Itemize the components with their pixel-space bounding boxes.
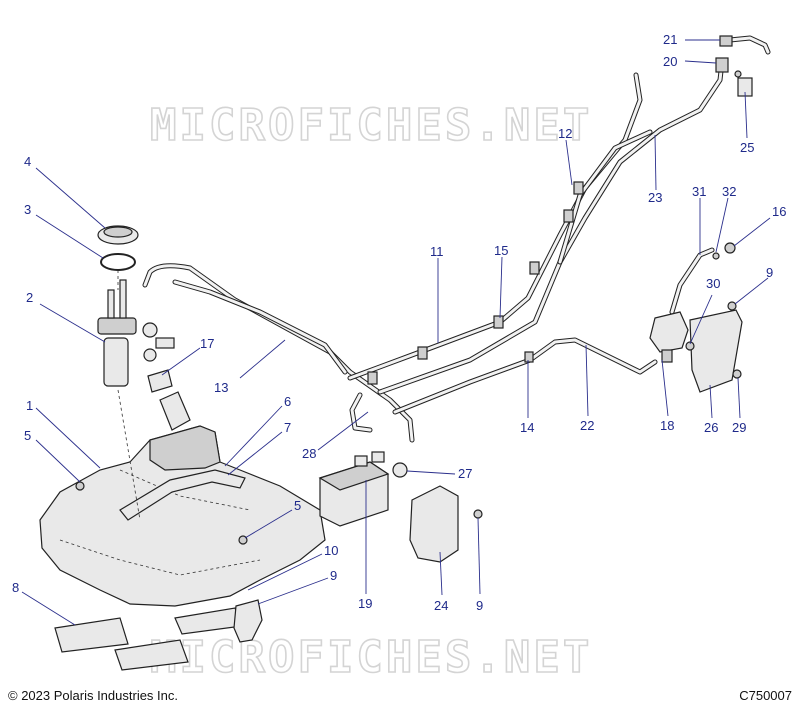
callout-8: 8 (12, 580, 19, 595)
callout-18: 18 (660, 418, 674, 433)
callout-6: 6 (284, 394, 291, 409)
bolt-9-top (727, 301, 737, 311)
callout-11: 11 (430, 244, 444, 259)
callout-20: 20 (663, 54, 677, 69)
fuel-line-22 (392, 337, 658, 415)
callout-27: 27 (458, 466, 472, 481)
callout-25: 25 (740, 140, 754, 155)
fuel-line-23 (557, 129, 653, 265)
callout-9-bottom: 9 (330, 568, 337, 583)
callout-5-left: 5 (24, 428, 31, 443)
callout-7: 7 (284, 420, 291, 435)
canister-bracket (409, 485, 459, 563)
callout-4: 4 (24, 154, 31, 169)
leader-lines (21, 39, 771, 626)
callout-16: 16 (772, 204, 786, 219)
callout-10: 10 (324, 543, 338, 558)
watermark-top: MICROFICHES.NET (150, 100, 592, 151)
grommet (392, 462, 408, 478)
tank-pad-c (174, 607, 243, 635)
callout-15: 15 (494, 243, 508, 258)
callout-9-right: 9 (476, 598, 483, 613)
clip-line-c (367, 371, 378, 385)
fuel-sender (147, 369, 173, 393)
callout-17: 17 (200, 336, 214, 351)
tank-pad-a (54, 617, 129, 653)
valve-20 (715, 57, 729, 73)
clip-12b (563, 209, 574, 223)
fuel-line-11 (347, 72, 643, 381)
tank-pad-b (114, 639, 189, 671)
clip-15 (493, 315, 504, 329)
screw-5-left (75, 481, 85, 491)
watermark-bottom: MICROFICHES.NET (150, 632, 592, 683)
fuel-pump (97, 279, 175, 387)
fitting-21 (719, 35, 733, 47)
callout-23: 23 (648, 190, 662, 205)
callout-21: 21 (663, 32, 677, 47)
screw-25 (734, 70, 742, 78)
callout-28: 28 (302, 446, 316, 461)
fuel-line-loop-28 (349, 392, 373, 433)
evap-canister (318, 451, 390, 527)
clip-14 (524, 351, 534, 363)
assembly-line-pump (117, 389, 141, 521)
bolt-9-right (473, 509, 483, 519)
callout-3: 3 (24, 202, 31, 217)
fuel-line-31 (669, 247, 715, 315)
callout-30: 30 (706, 276, 720, 291)
clip-12a (573, 181, 584, 195)
fuel-line-12 (377, 59, 725, 395)
callout-9-top: 9 (766, 265, 773, 280)
callout-13: 13 (214, 380, 228, 395)
callout-19: 19 (358, 596, 372, 611)
tank-seal (100, 253, 136, 271)
callout-26: 26 (704, 420, 718, 435)
callout-31: 31 (692, 184, 706, 199)
clip-line-a (417, 346, 428, 360)
diagram-code: C750007 (739, 688, 792, 703)
callout-12: 12 (558, 126, 572, 141)
fuel-line-upper-left (172, 279, 348, 375)
lock-ring (97, 225, 139, 245)
copyright-notice: © 2023 Polaris Industries Inc. (8, 688, 178, 703)
callout-5-right: 5 (294, 498, 301, 513)
bolt-29 (732, 369, 742, 379)
tank-strap (119, 469, 246, 521)
filler-neck (159, 391, 191, 431)
fitting-16 (724, 242, 736, 254)
clip-line-b (529, 261, 540, 275)
filter-bracket (689, 309, 743, 393)
clamp-30 (685, 341, 695, 351)
fuel-filter (649, 311, 689, 363)
tank-bracket (233, 599, 263, 643)
callout-29: 29 (732, 420, 746, 435)
fuel-line-21 (727, 35, 771, 55)
callout-22: 22 (580, 418, 594, 433)
callout-24: 24 (434, 598, 448, 613)
fitting-32 (712, 252, 720, 260)
callout-1: 1 (26, 398, 33, 413)
callout-32: 32 (722, 184, 736, 199)
callout-14: 14 (520, 420, 534, 435)
callout-2: 2 (26, 290, 33, 305)
